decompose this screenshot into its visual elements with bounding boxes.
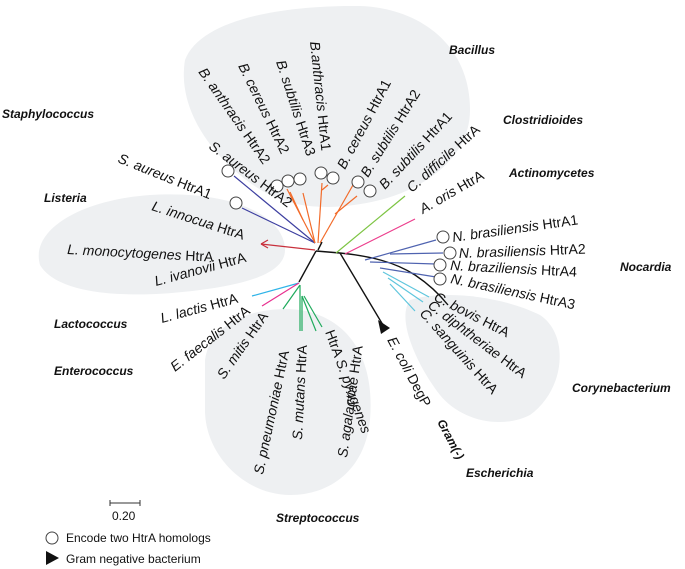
branch-bacillus xyxy=(321,184,329,191)
two-homologs-circle xyxy=(433,258,447,272)
backbone-branch xyxy=(298,250,317,283)
genus-label-actinomycetes: Actinomycetes xyxy=(508,166,595,180)
leaf-label: N. brasiliensis HtrA2 xyxy=(459,241,587,261)
backbone-branch xyxy=(317,241,323,251)
leaf-label: N. braziliensis HtrA4 xyxy=(450,257,578,280)
two-homologs-circle xyxy=(326,171,340,185)
legend-triangle-icon xyxy=(46,551,59,565)
branch-e-faecalis xyxy=(261,282,300,307)
branch-c-difficile xyxy=(335,195,406,254)
branch-coryne xyxy=(389,283,416,312)
staphylococcus-branches xyxy=(233,175,316,244)
backbone-branch xyxy=(339,252,384,326)
branch-bacillus xyxy=(289,191,304,221)
legend-label-gram-negative: Gram negative bacterium xyxy=(66,552,201,566)
two-homologs-circle xyxy=(351,175,365,189)
homolog-markers xyxy=(221,164,457,286)
two-homologs-circle xyxy=(314,166,328,180)
bacillus-highlight xyxy=(183,5,470,207)
gram-negative-triangle xyxy=(378,320,390,334)
branch-strep xyxy=(282,284,301,310)
group-highlights xyxy=(38,5,560,495)
genus-label-lactococcus: Lactococcus xyxy=(54,317,128,331)
genus-label-bacillus: Bacillus xyxy=(449,43,495,57)
listeria-highlight xyxy=(38,194,285,295)
two-homologs-circle xyxy=(436,230,450,244)
scale-bar-label: 0.20 xyxy=(112,509,136,523)
leaf-label: S. aureus HtrA1 xyxy=(116,150,215,202)
legend: Encode two HtrA homologs Gram negative b… xyxy=(45,531,211,566)
leaf-label: S. mutans HtrA xyxy=(289,344,310,440)
two-homologs-circle xyxy=(293,172,307,186)
branch-s-aureus-htra1 xyxy=(241,207,316,244)
branch-strep xyxy=(301,295,317,332)
two-homologs-circle xyxy=(221,164,235,178)
backbone-branch xyxy=(339,252,449,306)
listeria-branches xyxy=(260,239,316,251)
corynebacterium-branches xyxy=(382,271,430,312)
bacillus-branches xyxy=(286,182,358,244)
two-homologs-circle xyxy=(443,246,457,260)
streptococcus-highlight xyxy=(205,309,371,495)
branch-s-aureus-htra2 xyxy=(233,175,316,244)
two-homologs-circle xyxy=(433,272,447,286)
genus-label-clostridioides: Clostridioides xyxy=(503,113,583,127)
nocardia-branches xyxy=(364,239,444,278)
leaf-label: B.anthracis HtrA1 xyxy=(307,41,334,152)
branch-bacillus xyxy=(319,184,354,244)
branch-listeria xyxy=(260,243,316,251)
leaf-label: N. brasiliensis HtrA1 xyxy=(451,211,579,245)
two-homologs-circle xyxy=(281,174,295,188)
genus-label-streptococcus: Streptococcus xyxy=(276,511,360,525)
genus-label-enterococcus: Enterococcus xyxy=(54,364,134,378)
corynebacterium-highlight xyxy=(405,295,560,423)
genus-label-escherichia: Escherichia xyxy=(466,466,534,480)
two-homologs-circle xyxy=(270,179,284,193)
leaf-label: L. monocytogenes HtrA xyxy=(67,241,215,265)
branch-nocardia xyxy=(389,252,444,255)
two-homologs-circle xyxy=(229,196,243,210)
branch-coryne xyxy=(387,277,424,303)
genus-label-corynebacterium: Corynebacterium xyxy=(572,381,671,395)
branch-bacillus xyxy=(317,182,323,244)
genus-label-staphylococcus: Staphylococcus xyxy=(2,107,94,121)
branch-strep xyxy=(303,295,323,328)
genus-label-listeria: Listeria xyxy=(44,191,87,205)
branch-listeria xyxy=(260,239,269,245)
branch-nocardia xyxy=(364,239,437,261)
genus-label-nocardia: Nocardia xyxy=(620,260,672,274)
genus-label-gram-negative: Gram(-) xyxy=(434,417,467,462)
legend-label-two-homologs: Encode two HtrA homologs xyxy=(66,531,211,545)
branch-coryne xyxy=(382,271,430,298)
branch-nocardia xyxy=(369,261,437,265)
two-homologs-circle xyxy=(363,184,377,198)
branch-listeria xyxy=(260,243,269,249)
branch-bacillus xyxy=(302,192,316,244)
branch-a-oris xyxy=(344,218,416,255)
branch-l-lactis xyxy=(251,282,300,297)
branch-bacillus xyxy=(334,195,358,215)
scale-bar xyxy=(109,500,141,506)
branch-nocardia xyxy=(379,267,437,278)
streptococcus-branches xyxy=(282,284,323,332)
legend-circle-icon xyxy=(45,531,59,545)
